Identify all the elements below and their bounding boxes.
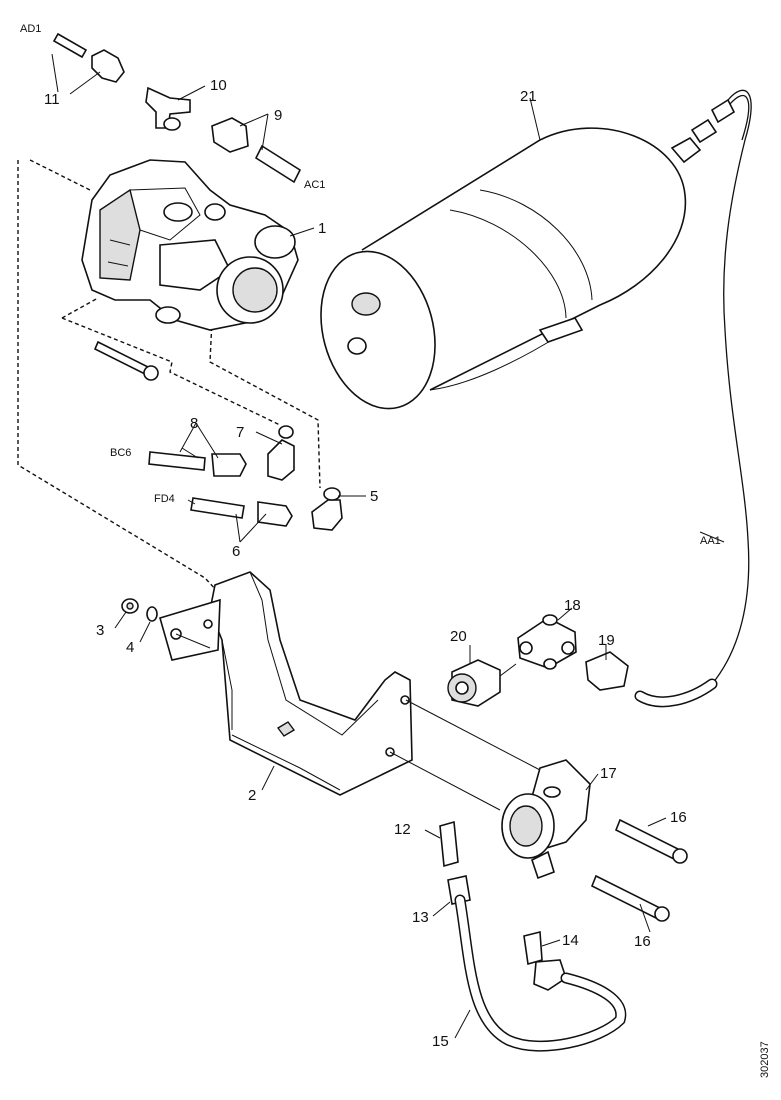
label-part-12: 12 (394, 821, 411, 838)
valve-assembly (81, 159, 299, 331)
nut-and-washer (121, 598, 158, 622)
fittings-top (52, 32, 302, 184)
line-code-ad1: AD1 (20, 23, 41, 35)
label-part-8: 8 (190, 415, 198, 432)
label-part-19: 19 (598, 632, 615, 649)
label-part-15: 15 (432, 1033, 449, 1050)
tee-and-fittings (447, 614, 718, 708)
drawing-reference-number: 302037 (759, 1041, 771, 1078)
label-part-1: 1 (318, 220, 326, 237)
label-part-4: 4 (126, 639, 134, 656)
pipe-aa1 (711, 89, 752, 685)
line-code-bc6: BC6 (110, 447, 131, 459)
label-part-7: 7 (236, 424, 244, 441)
label-part-16-lower: 16 (634, 933, 651, 950)
label-part-2: 2 (248, 787, 256, 804)
label-part-17: 17 (600, 765, 617, 782)
air-tank (320, 98, 736, 410)
label-part-21: 21 (520, 88, 537, 105)
line-code-ac1: AC1 (304, 179, 325, 191)
label-part-18: 18 (564, 597, 581, 614)
hose-assembly (439, 820, 627, 1052)
mounting-bolts-lower (590, 818, 688, 922)
fittings-middle (148, 425, 343, 531)
line-code-fd4: FD4 (154, 493, 175, 505)
mounting-bracket (159, 571, 413, 796)
line-code-labels: AD1 AC1 BC6 FD4 AA1 (20, 23, 721, 547)
label-part-9: 9 (274, 107, 282, 124)
line-code-aa1: AA1 (700, 535, 721, 547)
control-valve-body (501, 759, 591, 880)
part-labels: 1 2 3 4 5 6 7 8 9 10 11 12 13 14 15 16 1… (44, 77, 687, 1050)
mounting-bolt-upper (93, 340, 159, 381)
label-part-14: 14 (562, 932, 579, 949)
leader-lines (51, 53, 725, 1039)
label-part-5: 5 (370, 488, 378, 505)
assembly-lines (175, 633, 541, 811)
label-part-6: 6 (232, 543, 240, 560)
label-part-20: 20 (450, 628, 467, 645)
label-part-10: 10 (210, 77, 227, 94)
label-part-3: 3 (96, 622, 104, 639)
label-part-16-upper: 16 (670, 809, 687, 826)
label-part-11: 11 (44, 91, 60, 108)
dashed-reference-lines (17, 159, 321, 593)
label-part-13: 13 (412, 909, 429, 926)
